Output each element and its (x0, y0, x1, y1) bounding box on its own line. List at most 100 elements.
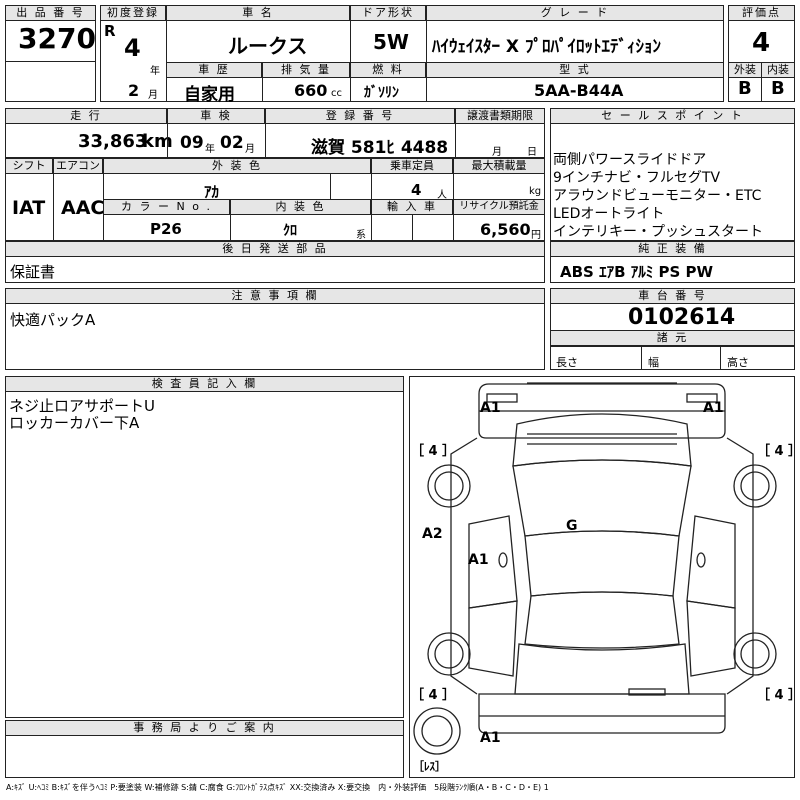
office-label: 事 務 局 よ り ご 案 内 (5, 720, 404, 736)
shift-label: シフト (5, 158, 53, 174)
sales-point-line: 両側パワースライドドア (553, 152, 707, 168)
interior-color: ｸﾛ (283, 223, 297, 239)
inspector-label: 検 査 員 記 入 欄 (5, 376, 404, 392)
interior-grade: B (771, 78, 785, 99)
chassis-number: 0102614 (628, 305, 736, 330)
mark-a2-left: A2 (422, 526, 443, 542)
recycle-label: リサイクル預託金 (453, 199, 545, 215)
rear-right-wheel (733, 632, 777, 676)
mark-a1-front-right: A1 (703, 400, 724, 416)
color-no-label: カ ラ ー N o . (103, 199, 230, 215)
car-diagram (413, 382, 777, 755)
mark-g-windshield: G (566, 518, 578, 534)
lot-number-label: 出 品 番 号 (5, 5, 96, 21)
notes-text: 快適パックA (10, 311, 96, 329)
transfer-day-unit: 日 (527, 147, 537, 158)
rear-left-wheel (427, 632, 471, 676)
front-bumper-shape (478, 382, 726, 439)
car-name-label: 車 名 (166, 5, 350, 21)
model-label: 型 式 (426, 62, 724, 78)
mark-a1-rear: A1 (480, 730, 501, 746)
score-label: 評価点 (728, 5, 795, 21)
tire-spare: ［ﾚｽ］ (413, 760, 446, 773)
hood-shape (512, 413, 692, 467)
inspection-label: 車 検 (167, 108, 265, 124)
chassis-label: 車 台 番 号 (550, 288, 795, 304)
capacity: 4 (411, 181, 422, 199)
transfer-deadline-label: 譲渡書類期限 (455, 108, 545, 124)
equipment: ABS ｴｱB ｱﾙﾐ PS PW (560, 263, 714, 281)
rear-glass-shape (524, 591, 680, 649)
tire-front-right: ［ 4 ］ (757, 444, 800, 459)
shift: IAT (12, 197, 46, 219)
recycle-fee: 6,560 (480, 220, 531, 239)
sales-point-line: アラウンドビューモニター・ETC (553, 188, 762, 204)
year-unit: 年 (150, 66, 160, 77)
sales-point-line: インテリキー・プッシュスタート (553, 224, 763, 240)
score: 4 (752, 28, 771, 58)
history: 自家用 (184, 85, 235, 105)
interior-color-label: 内 装 色 (230, 199, 371, 215)
front-left-wheel (427, 464, 471, 508)
legend: A:ｷｽﾞ U:ﾍｺﾐ B:ｷｽﾞを伴うﾍｺﾐ P:要塗装 W:補修跡 S:錆 … (6, 783, 549, 792)
transfer-month-unit: 月 (492, 147, 502, 158)
grade: ﾊｲｳｪｲｽﾀｰ X ﾌﾟﾛﾊﾟｲﾛｯﾄｴﾃﾞｨｼｮﾝ (432, 37, 661, 57)
inspection-year-unit: 年 (205, 144, 215, 155)
length-label: 長さ (556, 356, 578, 369)
inspection-year: 09 (180, 133, 204, 153)
first-reg-label: 初度登録 (100, 5, 166, 21)
spare-tire (413, 707, 461, 755)
recycle-unit: 円 (531, 230, 541, 241)
plate-number: 滋賀 581ﾋ 4488 (311, 138, 449, 158)
exterior-color: ｱｶ (204, 183, 220, 201)
door-label: ドア形状 (350, 5, 426, 21)
mark-a1-front-left: A1 (480, 400, 501, 416)
mileage: 33,863 (78, 131, 148, 152)
inspector-line: ロッカーカバー下A (9, 414, 140, 432)
grade-label: グ レ ー ド (426, 5, 724, 21)
inspection-month: 02 (220, 133, 244, 153)
right-side-shape (726, 437, 754, 695)
first-reg-month: 2 (128, 81, 140, 100)
rear-bumper-shape (478, 693, 726, 734)
front-right-wheel (733, 464, 777, 508)
color-no: P26 (150, 220, 182, 238)
dims-label: 諸 元 (550, 330, 795, 346)
door-type: 5W (373, 30, 409, 54)
interior-color-unit: 系 (356, 230, 366, 241)
lot-number: 3270 (18, 22, 96, 55)
tire-rear-left: ［ 4 ］ (411, 688, 456, 703)
load-unit: kg (529, 186, 542, 197)
sales-point-line: LEDオートライト (553, 206, 665, 222)
capacity-unit: 人 (437, 190, 447, 201)
equipment-label: 純 正 装 備 (550, 241, 795, 257)
mark-a1-left-door: A1 (468, 552, 489, 568)
color-label: 外 装 色 (103, 158, 371, 174)
mileage-label: 走 行 (5, 108, 167, 124)
inspection-month-unit: 月 (245, 144, 255, 155)
displacement-label: 排 気 量 (262, 62, 350, 78)
later-parts-label: 後 日 発 送 部 品 (5, 241, 545, 257)
left-side-shape (450, 437, 478, 695)
load-label: 最大積載量 (453, 158, 545, 174)
tire-front-left: ［ 4 ］ (411, 444, 456, 459)
width-label: 幅 (648, 356, 659, 369)
month-unit: 月 (148, 90, 158, 101)
sales-points-label: セ ー ル ス ポ イ ン ト (550, 108, 795, 124)
import-label: 輸 入 車 (371, 199, 453, 215)
car-name: ルークス (228, 34, 308, 58)
tire-rear-right: ［ 4 ］ (757, 688, 800, 703)
history-label: 車 歴 (166, 62, 262, 78)
tailgate-shape (514, 643, 690, 695)
ac-label: エアコン (53, 158, 103, 174)
exterior-label: 外装 (728, 62, 762, 78)
capacity-label: 乗車定員 (371, 158, 453, 174)
interior-label: 内装 (761, 62, 795, 78)
air-conditioner: AAC (61, 197, 105, 219)
later-parts: 保証書 (10, 263, 56, 281)
inspector-line: ネジ止ロアサポートU (9, 397, 155, 415)
displacement: 660 (294, 81, 328, 100)
plate-label: 登 録 番 号 (265, 108, 455, 124)
exterior-grade: B (738, 78, 752, 99)
notes-label: 注 意 事 項 欄 (5, 288, 545, 304)
